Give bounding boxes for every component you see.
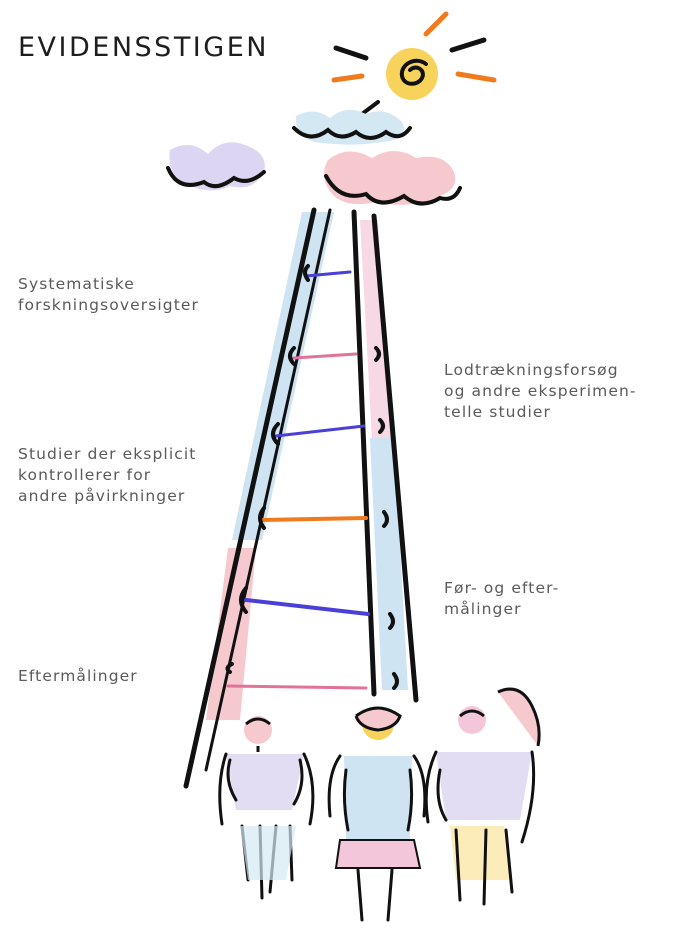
ladder-rung-6 (228, 686, 366, 688)
person-left-icon (220, 716, 313, 898)
cloud-right-icon (324, 151, 460, 205)
ladder-rung-5 (246, 600, 368, 614)
ladder-rung-4 (262, 518, 366, 520)
ladder-rung-3 (276, 426, 364, 436)
cloud-center-icon (294, 110, 410, 145)
person-right-icon (426, 689, 539, 904)
ladder (186, 210, 416, 786)
cloud-left-icon (168, 142, 265, 190)
person-center-icon (329, 708, 425, 920)
ladder-rung-2 (294, 354, 356, 358)
ladder-left-rail (186, 210, 314, 786)
sun-icon (334, 14, 494, 114)
